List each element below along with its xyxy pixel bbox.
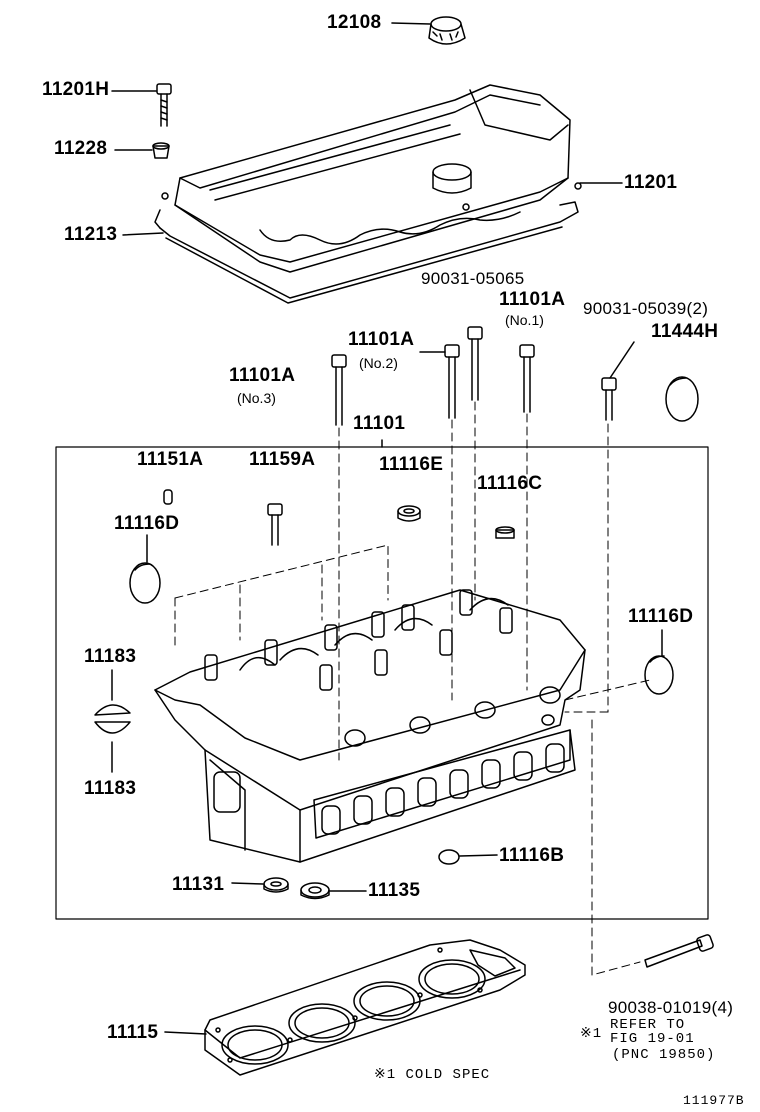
label-no3: (No.3)	[237, 390, 276, 406]
refer-mark: ※1	[580, 1026, 603, 1042]
label-11183-bottom[interactable]: 11183	[84, 778, 137, 799]
refer-note-line2[interactable]: FIG 19-01	[610, 1031, 695, 1047]
refer-note-line1: REFER TO	[610, 1017, 686, 1033]
pin-11151A[interactable]	[163, 489, 173, 505]
ring-11135[interactable]	[300, 882, 330, 900]
plug-11116E[interactable]	[397, 505, 421, 522]
leader-90031-05039	[609, 341, 635, 379]
label-11116D-right[interactable]: 11116D	[628, 606, 694, 627]
label-11201H[interactable]: 11201H	[42, 79, 110, 100]
label-11131[interactable]: 11131	[172, 874, 225, 895]
head-bolt-no2[interactable]	[444, 344, 460, 419]
cylinder-head-gasket[interactable]	[204, 939, 526, 1076]
head-bolt-90038-01019[interactable]	[644, 934, 714, 968]
label-11444H[interactable]: 11444H	[651, 321, 719, 342]
plug-11116B[interactable]	[438, 849, 460, 865]
label-no1: (No.1)	[505, 312, 544, 328]
cylinder-head[interactable]	[154, 589, 586, 863]
label-11228[interactable]: 11228	[54, 138, 108, 159]
label-11101A-no3[interactable]: 11101A	[229, 365, 296, 386]
label-11116B[interactable]: 11116B	[499, 845, 565, 866]
leader-11116B	[459, 854, 498, 857]
cover-bolt[interactable]	[156, 83, 172, 127]
label-11213[interactable]: 11213	[64, 224, 118, 245]
leader-11131	[231, 882, 264, 885]
label-90031-05039[interactable]: 90031-05039(2)	[583, 299, 709, 318]
label-11183-top[interactable]: 11183	[84, 646, 137, 667]
cold-spec-note: ※1 COLD SPEC	[374, 1067, 491, 1083]
label-no2: (No.2)	[359, 355, 398, 371]
leader-11213	[122, 232, 164, 236]
head-bolt-no3[interactable]	[331, 354, 347, 426]
label-12108[interactable]: 12108	[327, 12, 382, 33]
bolt-90031-05039[interactable]	[601, 377, 617, 421]
plug-11116C[interactable]	[495, 526, 515, 539]
label-11159A[interactable]: 11159A	[249, 449, 316, 470]
plug-11444H[interactable]	[665, 376, 699, 422]
label-11116C[interactable]: 11116C	[477, 473, 543, 494]
refer-note-line3: (PNC 19850)	[612, 1047, 716, 1063]
semi-circular-plug-bottom[interactable]	[94, 721, 131, 734]
label-11101A-no2[interactable]: 11101A	[348, 329, 415, 350]
alignment-lines	[174, 401, 651, 976]
plug-11116D-left[interactable]	[129, 562, 161, 604]
leader-11115	[164, 1031, 207, 1035]
label-90038-01019[interactable]: 90038-01019(4)	[608, 998, 734, 1017]
label-90031-05065[interactable]: 90031-05065	[421, 269, 525, 288]
semi-circular-plug-top[interactable]	[94, 704, 131, 716]
head-cover-gasket[interactable]	[154, 201, 579, 304]
bolt-11159A[interactable]	[267, 503, 283, 546]
grommet[interactable]	[152, 142, 170, 159]
label-11116D-left[interactable]: 11116D	[114, 513, 180, 534]
cylinder-head-cover[interactable]	[161, 84, 582, 273]
head-bolt-no1[interactable]	[519, 344, 535, 413]
label-11116E[interactable]: 11116E	[379, 454, 444, 475]
label-11101A-no1[interactable]: 11101A	[499, 289, 566, 310]
label-11101[interactable]: 11101	[353, 413, 406, 434]
figure-id: 111977B	[683, 1093, 745, 1108]
label-11151A[interactable]: 11151A	[137, 449, 204, 470]
label-11115[interactable]: 11115	[107, 1022, 159, 1043]
label-11201[interactable]: 11201	[624, 172, 678, 193]
seal-11131[interactable]	[263, 877, 289, 893]
bolt-90031-05065[interactable]	[467, 326, 483, 401]
plug-11116D-right[interactable]	[644, 655, 674, 695]
oil-filler-cap[interactable]	[428, 16, 466, 45]
leader-12108	[391, 22, 431, 25]
label-11135[interactable]: 11135	[368, 880, 421, 901]
